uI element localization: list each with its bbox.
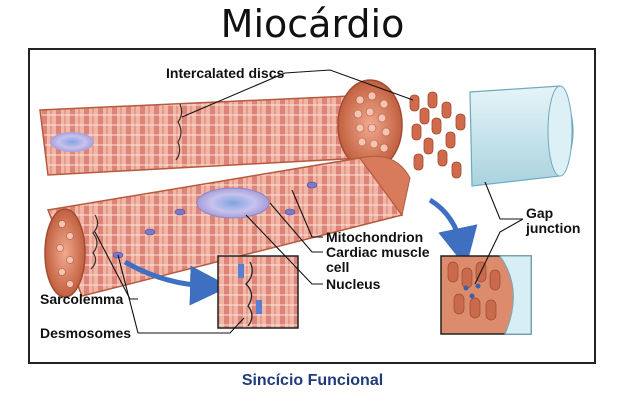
diagram-subtitle: Sincício Funcional	[241, 372, 384, 389]
label-desmosomes: Desmosomes	[40, 325, 132, 341]
diagram-title: Miocárdio	[220, 2, 405, 46]
desmosome-inset	[217, 255, 299, 329]
label-cardiac-muscle-cell-line1: Cardiac muscle	[326, 244, 430, 260]
fiber-cut-end	[44, 208, 86, 298]
label-cardiac-muscle-cell-line2: cell	[326, 259, 350, 275]
nucleus-upper	[50, 132, 94, 152]
label-gap-junction-line1: Gap	[526, 205, 554, 221]
label-gap-junction: Gap junction	[526, 206, 580, 236]
zoom-arrow-right	[428, 197, 478, 268]
zoom-arrow-left	[123, 259, 230, 306]
intercalated-disc-line	[175, 103, 183, 161]
label-nucleus: Nucleus	[326, 276, 381, 292]
membrane-projections	[409, 85, 574, 187]
lower-muscle-fiber	[44, 155, 411, 298]
label-cardiac-muscle-cell: Cardiac muscle cell	[326, 245, 430, 275]
label-mitochondrion: Mitochondrion	[326, 229, 424, 245]
label-gap-junction-line2: junction	[526, 220, 581, 236]
upper-muscle-fiber	[39, 95, 363, 176]
leader-lines	[94, 69, 524, 334]
label-intercalated-discs: Intercalated discs	[166, 65, 285, 81]
nucleus-lower	[196, 187, 270, 219]
label-sarcolemma: Sarcolemma	[40, 291, 124, 307]
cross-section-end	[337, 79, 403, 171]
gap-junction-inset	[440, 255, 532, 335]
